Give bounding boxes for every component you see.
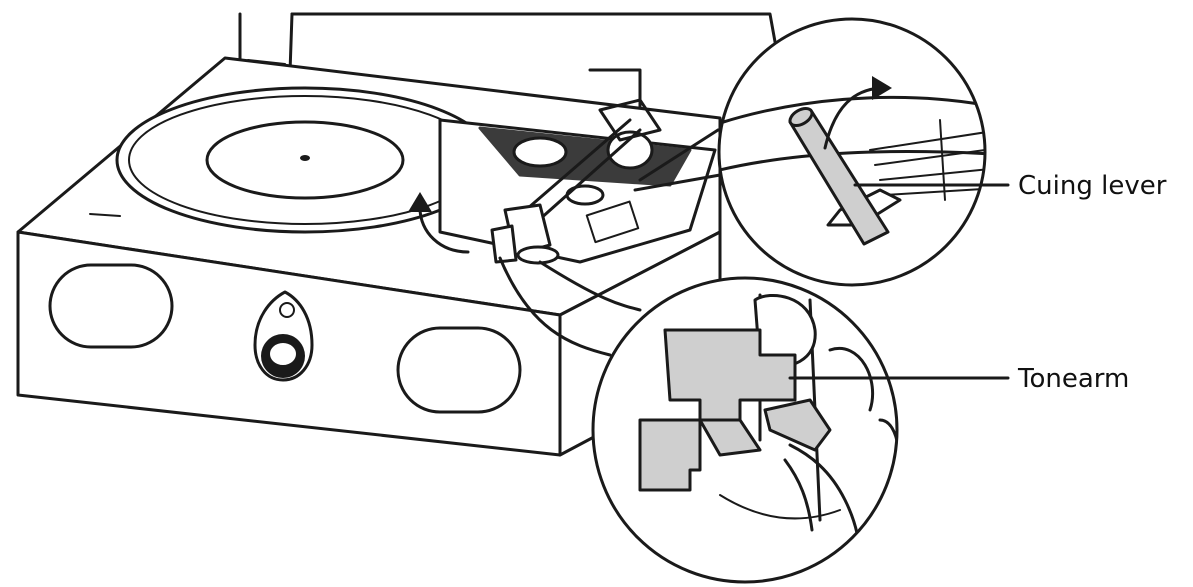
rotation-arrow xyxy=(408,192,470,254)
spindle xyxy=(300,155,310,161)
speaker-left xyxy=(48,263,174,349)
platter xyxy=(115,86,495,234)
tonearm-detail xyxy=(591,276,899,584)
tonearm-headshell xyxy=(663,328,797,422)
callout-tonearm: Tonearm xyxy=(788,364,1129,394)
control-plate xyxy=(438,98,717,265)
magnifier-connectors xyxy=(498,128,722,357)
cuing-lever-detail xyxy=(717,17,987,287)
speaker-right xyxy=(396,326,522,414)
volume-knob xyxy=(253,290,314,382)
callout-cuing-lever: Cuing lever xyxy=(853,171,1167,201)
tonearm-label: Tonearm xyxy=(1017,364,1129,394)
cuing-lever-label: Cuing lever xyxy=(1018,171,1167,201)
